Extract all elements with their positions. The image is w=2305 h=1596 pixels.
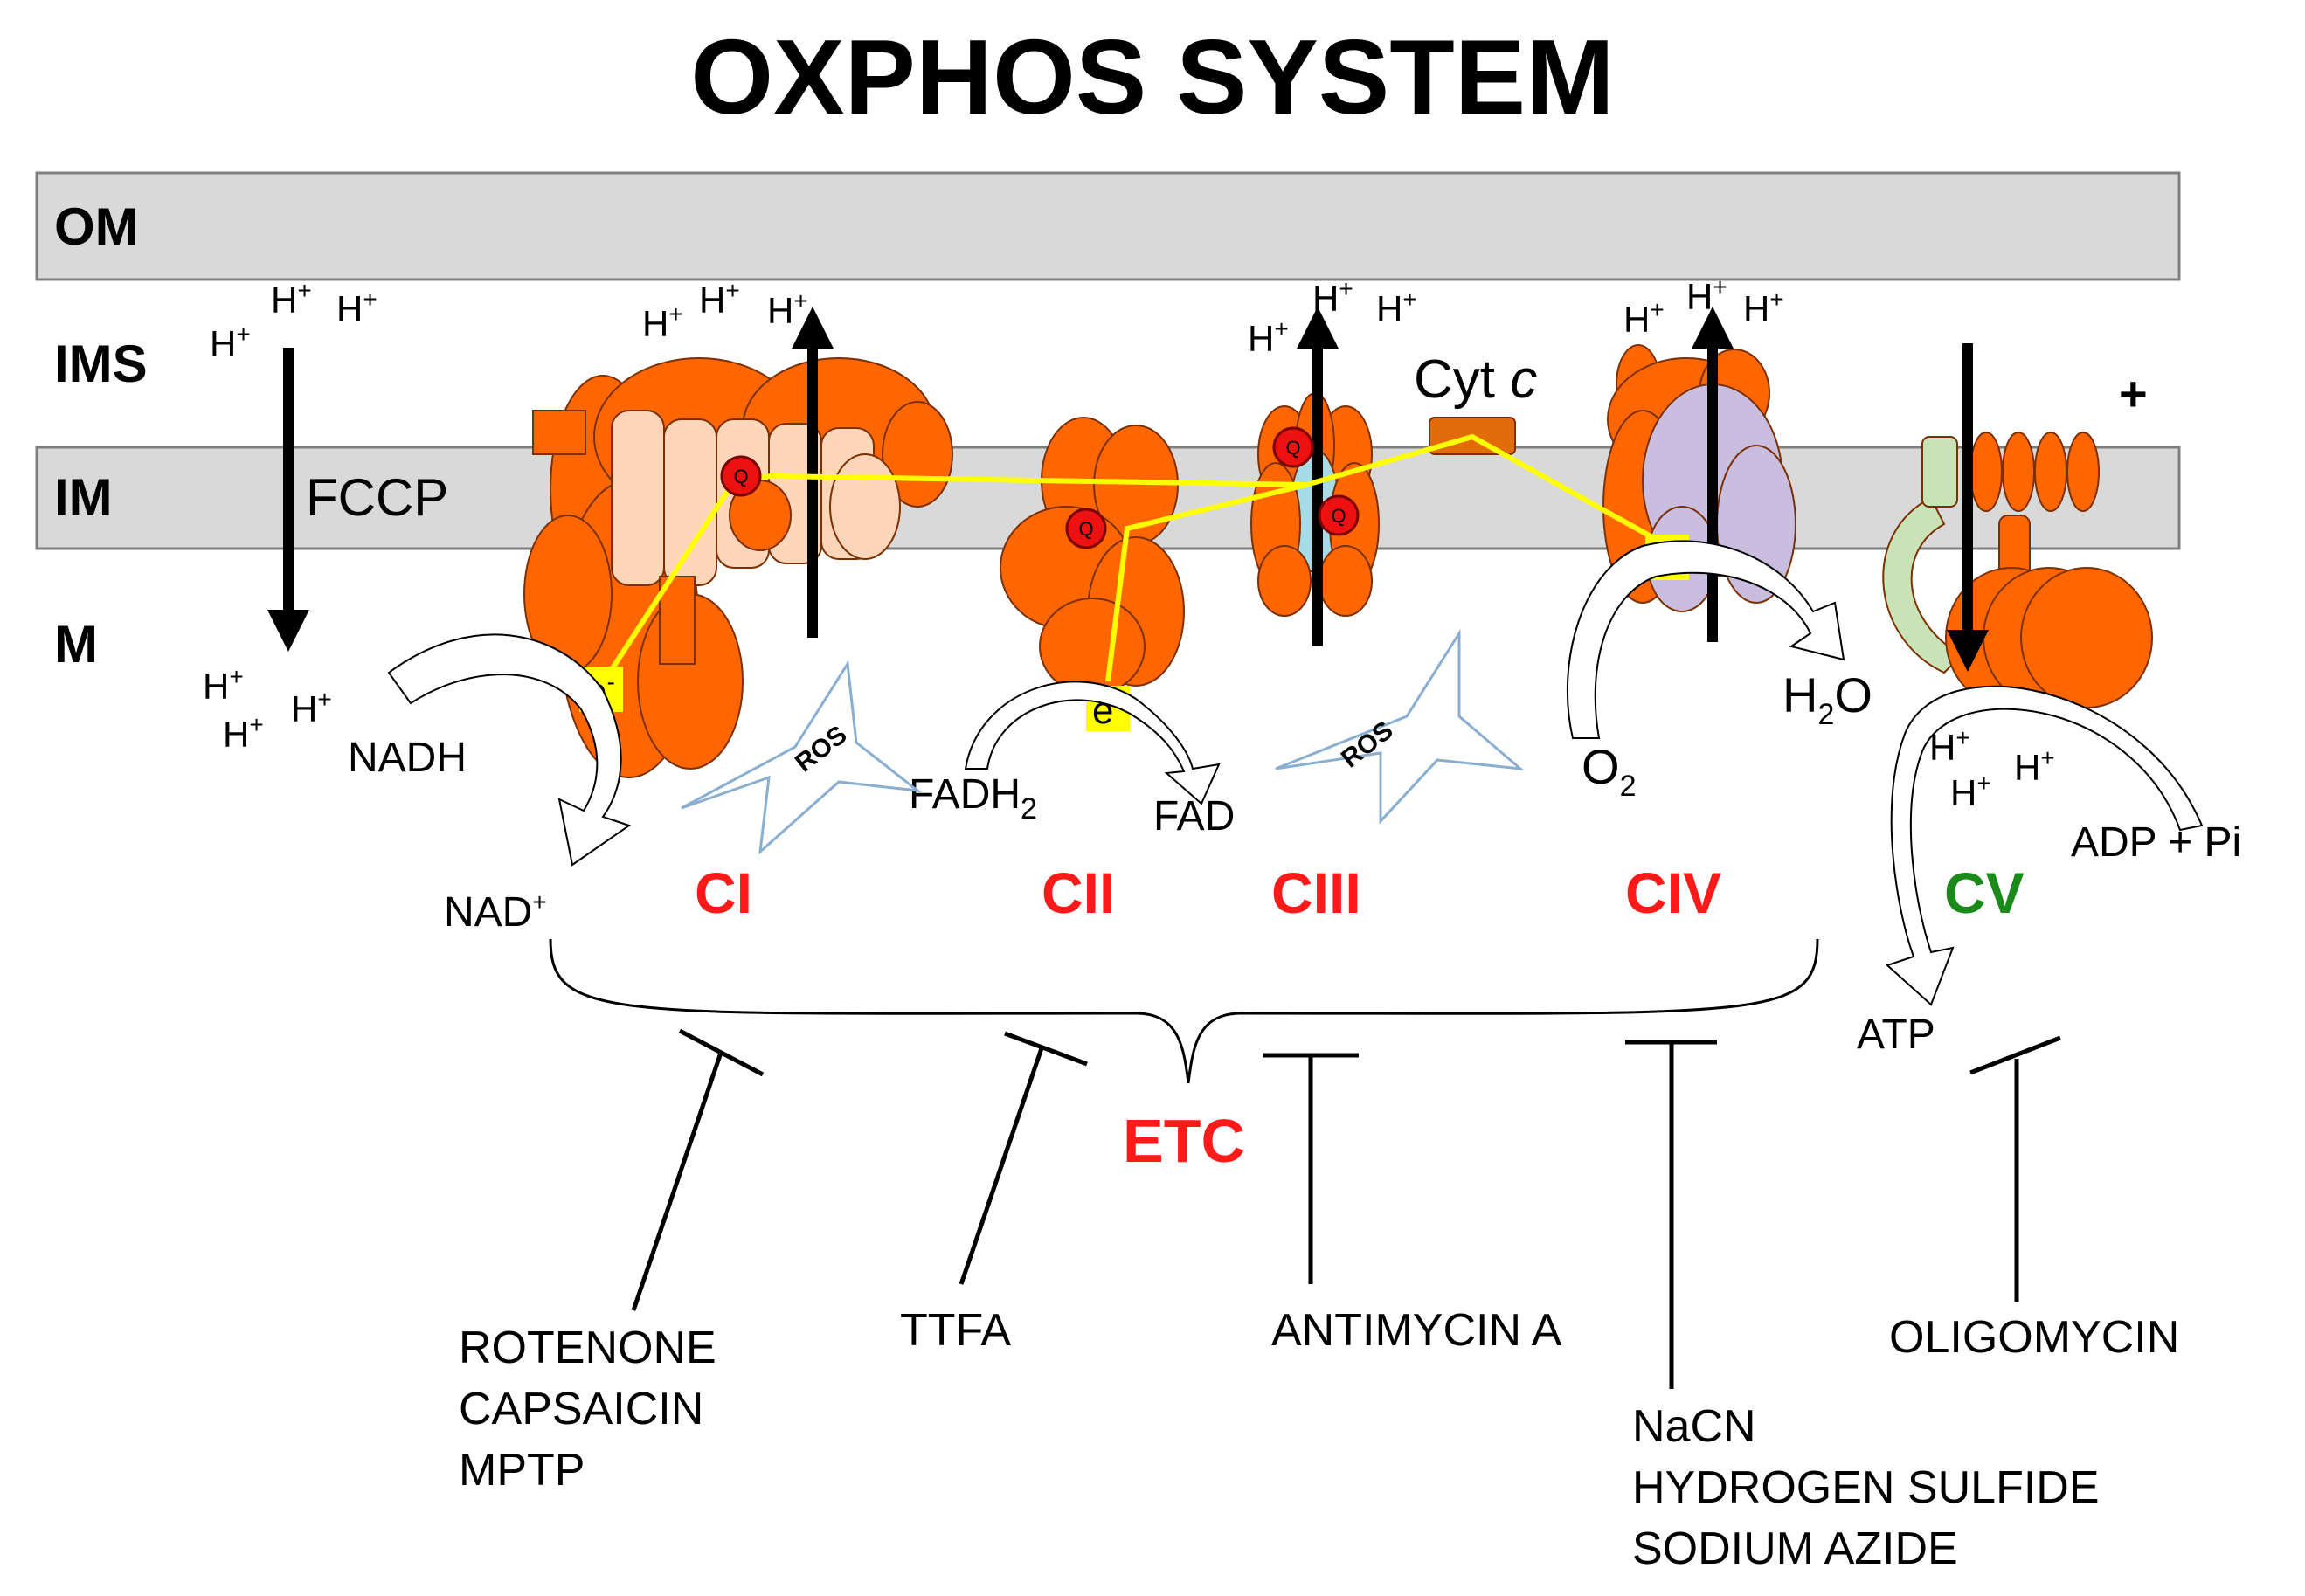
proton-ciii-1: H+ [1248,315,1289,359]
svg-text:Q: Q [1285,437,1300,459]
ros-star-ciii: ROS [1275,628,1525,825]
inhibitor-sodium-azide: SODIUM AZIDE [1632,1523,1958,1574]
atp-arrow [1886,685,2204,1006]
etc-brace [549,938,1819,1084]
proton-cv-3: H+ [2014,744,2055,788]
electron-path-to-civ [1305,433,1662,544]
fadh2-label: FADH2 [909,771,1037,826]
proton-m-2: H+ [223,711,264,755]
svg-text:Q: Q [1078,518,1093,540]
inhibitor-civ [1625,1040,1717,1389]
proton-civ-1: H+ [1623,296,1665,340]
inhibitor-rotenone: ROTENONE [459,1323,716,1373]
inhibitor-ci [631,1028,765,1311]
inhibitor-labels-civ: NaCN HYDROGEN SULFIDE SODIUM AZIDE [1632,1401,2100,1574]
proton-m-3: H+ [291,686,332,729]
o2-label: O2 [1582,739,1636,803]
nadh-arrow [387,633,632,867]
q-circle-ciii-2: Q [1318,494,1360,536]
title: OXPHOS SYSTEM [690,17,1615,136]
label-im: IM [54,468,113,527]
proton-ci-2: H+ [699,277,740,321]
inhibitor-capsaicin: CAPSAICIN [459,1384,703,1434]
inhibitor-antimycin-a: ANTIMYCIN A [1271,1305,1562,1356]
outer-membrane [35,171,2181,281]
nadh-label: NADH [348,735,467,781]
ubiquinone-markers: Q Q Q Q [720,426,1360,549]
o2-arrow [1567,540,1845,739]
fad-label: FAD [1153,793,1235,839]
h2o-label: H2O [1782,667,1872,731]
inhibitor-nacn: NaCN [1632,1401,1756,1452]
proton-labels: H+ H+ H+ H+ H+ H+ H+ H+ H+ H+ H+ H+ H+ H… [203,273,2055,813]
proton-ciii-2: H+ [1312,275,1353,319]
civ-label: CIV [1625,860,1721,925]
cii-label: CII [1042,860,1115,925]
proton-civ-3: H+ [1743,286,1784,329]
q-circle-ci: Q [720,455,762,497]
ciii-label: CIII [1271,860,1361,925]
inhibitor-cv [1969,1035,2061,1302]
label-ims: IMS [54,335,148,393]
label-m: M [54,615,98,674]
inhibitor-ciii [1263,1053,1359,1284]
inhibitor-oligomycin: OLIGOMYCIN [1889,1312,2179,1363]
electron-path [599,473,1307,687]
complex-i [523,357,953,778]
inhibitor-hydrogen-sulfide: HYDROGEN SULFIDE [1632,1462,2100,1513]
cyt-c-label: Cyt c [1414,349,1537,410]
proton-civ-2: H+ [1686,273,1727,317]
ci-label: CI [695,860,752,925]
cv-label: CV [1944,860,2025,925]
proton-ims-2: H+ [271,277,312,321]
inhibitor-mptp: MPTP [459,1445,585,1496]
inhibitor-ttfa: TTFA [900,1305,1011,1356]
proton-ci-3: H+ [767,287,808,331]
proton-ci-1: H+ [642,301,683,344]
proton-ims-1: H+ [210,321,251,364]
nad-plus-label: NAD+ [444,888,547,936]
fadh2-arrow [964,681,1221,805]
svg-text:Q: Q [733,466,748,487]
q-circle-ciii-1: Q [1272,426,1314,468]
inhibitor-labels-ci: ROTENONE CAPSAICIN MPTP [459,1323,716,1496]
proton-ims-3: H+ [336,286,377,329]
q-circle-cii: Q [1065,508,1107,549]
atp-label: ATP [1857,1012,1935,1058]
complex-v [1882,432,2153,708]
adp-pi-label: ADP + Pi [2071,819,2241,866]
proton-cv-2: H+ [1950,770,1991,813]
proton-m-1: H+ [203,663,244,707]
label-om: OM [54,197,139,256]
inhibitor-cii [959,1031,1088,1285]
svg-text:Q: Q [1331,505,1346,527]
plus-sign: + [2119,366,2148,421]
proton-ciii-3: H+ [1376,286,1417,329]
etc-label: ETC [1123,1107,1245,1175]
fccp-label: FCCP [306,468,448,527]
